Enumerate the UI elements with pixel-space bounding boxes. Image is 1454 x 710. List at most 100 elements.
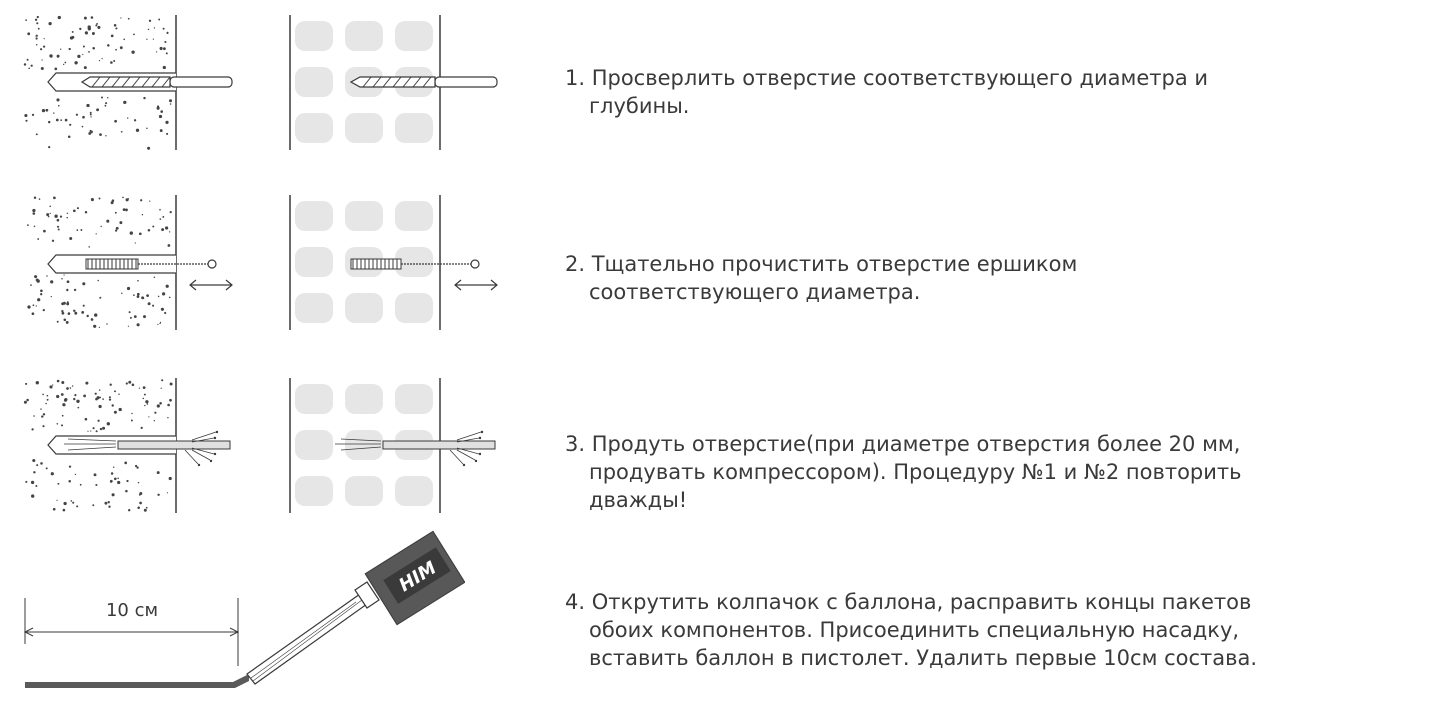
concrete-dot	[169, 103, 172, 105]
concrete-dot	[43, 229, 46, 233]
concrete-dot	[113, 60, 116, 62]
concrete-dot	[138, 387, 141, 389]
concrete-dot	[88, 51, 90, 53]
brick-void	[345, 201, 383, 231]
concrete-dot	[160, 110, 163, 113]
concrete-dot	[167, 403, 170, 407]
concrete-dot	[49, 205, 51, 208]
concrete-dot	[40, 48, 43, 51]
concrete-dot	[81, 125, 84, 128]
concrete-dot	[23, 400, 27, 404]
step4-cartridge-illustration: 10 см HIM	[23, 530, 465, 688]
concrete-dot	[159, 46, 163, 51]
concrete-dot	[161, 379, 164, 382]
concrete-dot	[129, 231, 133, 235]
concrete-dot	[76, 505, 79, 508]
concrete-dot	[158, 114, 163, 119]
concrete-dot	[71, 385, 74, 387]
concrete-dot	[25, 382, 28, 385]
concrete-dot	[128, 509, 131, 512]
concrete-dot	[59, 215, 63, 218]
concrete-dot	[138, 232, 142, 236]
concrete-dot	[31, 113, 35, 116]
concrete-dot	[115, 229, 118, 232]
concrete-dot	[87, 430, 89, 432]
brick-void	[395, 113, 433, 143]
brick-void	[295, 476, 333, 506]
concrete-dot	[80, 229, 83, 231]
concrete-dot	[146, 127, 148, 130]
concrete-dot	[95, 397, 98, 401]
concrete-dot	[134, 464, 138, 468]
cleaning-brush-icon	[85, 258, 217, 270]
concrete-dot	[108, 505, 111, 508]
concrete-dot	[77, 54, 81, 59]
concrete-dot	[160, 387, 162, 389]
brick-void	[295, 113, 333, 143]
concrete-dot	[36, 464, 39, 467]
concrete-dot	[165, 284, 169, 288]
concrete-dot	[162, 215, 165, 218]
concrete-dot	[95, 233, 97, 235]
concrete-dot	[50, 386, 53, 389]
step-1-line-1: 1. Просверлить отверстие соответствующег…	[565, 66, 1209, 90]
concrete-dot	[41, 415, 44, 418]
concrete-dot	[153, 276, 156, 278]
concrete-dot	[61, 414, 64, 417]
concrete-dot	[110, 480, 112, 483]
concrete-dot	[117, 477, 119, 480]
brick-void	[295, 247, 333, 277]
brick-void	[395, 21, 433, 51]
concrete-dot	[90, 198, 94, 202]
concrete-dot	[53, 112, 55, 114]
concrete-dot	[36, 22, 39, 25]
concrete-dot	[169, 210, 172, 214]
brick-void	[395, 201, 433, 231]
concrete-dot	[130, 419, 133, 422]
concrete-dot	[107, 44, 110, 47]
brick-void	[345, 476, 383, 506]
concrete-dot	[83, 66, 87, 70]
drill-bit-icon	[349, 76, 498, 88]
concrete-dot	[105, 102, 108, 105]
concrete-dot	[90, 16, 94, 19]
step-4-line-3: вставить баллон в пистолет. Удалить перв…	[589, 646, 1258, 670]
concrete-dot	[69, 123, 72, 126]
brick-pattern	[295, 384, 433, 506]
concrete-dot	[125, 208, 128, 212]
concrete-dot	[110, 61, 113, 64]
concrete-dot	[92, 504, 95, 507]
concrete-dot	[153, 27, 156, 29]
concrete-dot	[147, 229, 151, 232]
concrete-dot	[133, 315, 137, 318]
concrete-dot	[71, 30, 74, 33]
concrete-dot	[48, 21, 52, 26]
concrete-dot	[104, 501, 108, 505]
concrete-dot	[100, 225, 102, 228]
concrete-dot	[56, 55, 59, 58]
concrete-dot	[159, 322, 161, 325]
concrete-dot	[165, 226, 169, 230]
concrete-dot	[46, 398, 49, 401]
brick-void	[295, 21, 333, 51]
concrete-dot	[55, 118, 59, 122]
concrete-dot	[42, 413, 46, 416]
concrete-dot	[85, 381, 89, 385]
concrete-texture	[23, 15, 173, 150]
concrete-dot	[43, 45, 46, 48]
concrete-dot	[67, 312, 71, 315]
concrete-dot	[91, 32, 95, 35]
concrete-dot	[69, 236, 73, 241]
concrete-dot	[35, 37, 38, 40]
concrete-dot	[50, 472, 54, 476]
step1-concrete-drill-illustration	[23, 15, 233, 150]
concrete-dot	[115, 226, 119, 230]
concrete-dot	[84, 31, 88, 35]
concrete-dot	[61, 311, 65, 315]
brick-void	[295, 384, 333, 414]
concrete-dot	[69, 387, 72, 389]
concrete-dot	[31, 312, 35, 316]
step-2-line-1: 2. Тщательно прочистить отверстие ершико…	[565, 252, 1078, 276]
concrete-dot	[159, 321, 162, 323]
concrete-dot	[35, 35, 37, 37]
